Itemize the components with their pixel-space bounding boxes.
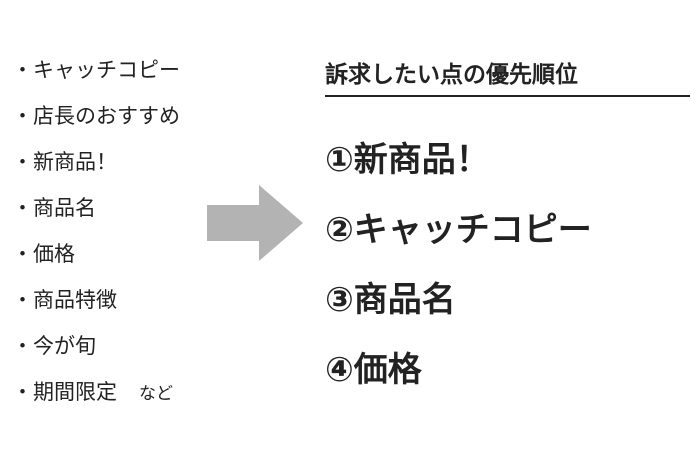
arrow-right-icon <box>207 185 303 261</box>
priority-item: ④価格 <box>325 350 422 390</box>
list-item: ・商品名 <box>12 196 96 220</box>
list-item: ・価格 <box>12 242 75 266</box>
list-item: ・店長のおすすめ <box>12 104 180 128</box>
list-item-label: ・期間限定 <box>12 380 117 404</box>
priority-list: ①新商品！ ②キャッチコピー ③商品名 ④価格 <box>325 138 592 418</box>
list-item: ・期間限定 など <box>12 377 180 423</box>
list-item: ・新商品！ <box>12 150 117 174</box>
etc-label: など <box>139 384 173 404</box>
list-item: ・キャッチコピー <box>12 58 180 82</box>
priority-item: ①新商品！ <box>325 140 490 180</box>
list-item: ・今が旬 <box>12 334 96 358</box>
priority-item: ②キャッチコピー <box>325 210 592 250</box>
page-title: 訴求したい点の優先順位 <box>325 55 690 97</box>
candidate-list: ・キャッチコピー ・店長のおすすめ ・新商品！ ・商品名 ・価格 ・商品特徴 ・… <box>12 55 180 423</box>
list-item: ・商品特徴 <box>12 288 117 312</box>
priority-item: ③商品名 <box>325 280 456 320</box>
